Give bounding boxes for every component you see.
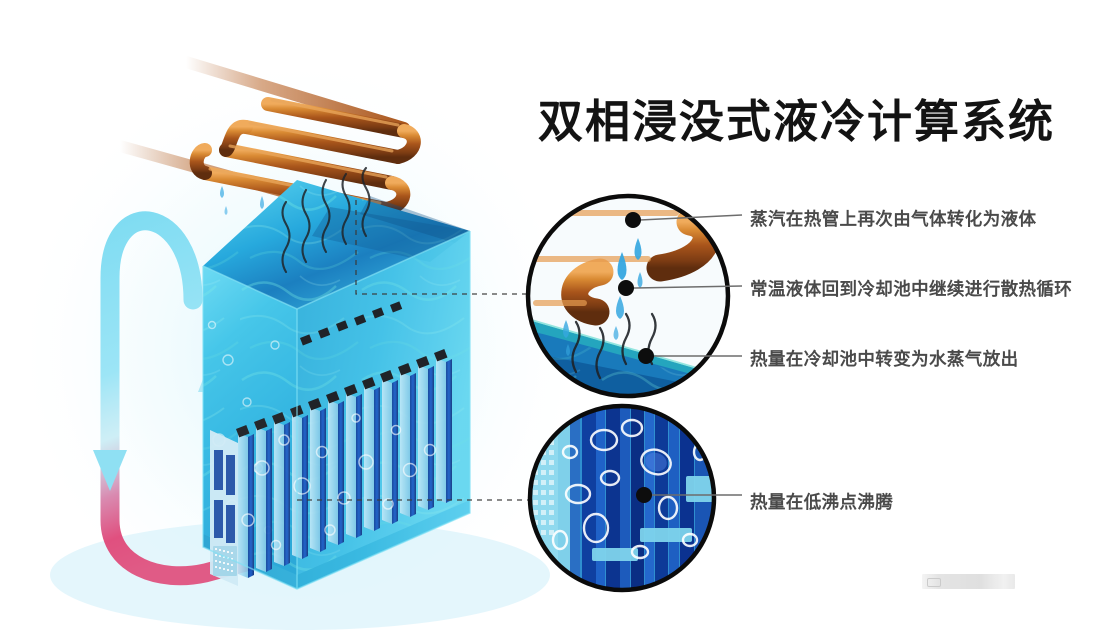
coolant-surface	[203, 180, 470, 309]
server-detail-circle	[527, 403, 717, 593]
watermark	[922, 574, 1015, 589]
annotation-dot-1	[618, 280, 634, 296]
condenser-detail-circle	[525, 193, 731, 399]
annotation-dot-0	[625, 212, 641, 228]
blade-connectors	[235, 301, 448, 438]
annotation-label-low-boiling-point: 热量在低沸点沸腾	[750, 492, 894, 512]
boiling-bubbles	[241, 413, 437, 551]
annotation-label-vapor-condenses: 蒸汽在热管上再次由气体转化为液体	[750, 209, 1037, 229]
front-server-board	[210, 430, 238, 586]
annotation-leaders	[618, 212, 743, 503]
annotation-label-heat-becomes-vapor: 热量在冷却池中转变为水蒸气放出	[750, 349, 1019, 369]
annotation-dot-3	[636, 487, 652, 503]
annotation-dot-2	[638, 348, 654, 364]
vapor-wisps	[281, 166, 371, 274]
callout-leader-lines	[297, 200, 530, 501]
page-title: 双相浸没式液冷计算系统	[538, 96, 1056, 147]
annotation-label-liquid-returns: 常温液体回到冷却池中继续进行散热循环	[750, 279, 1073, 299]
watermark-glyph	[927, 578, 941, 587]
submerged-server-blades	[210, 301, 452, 586]
